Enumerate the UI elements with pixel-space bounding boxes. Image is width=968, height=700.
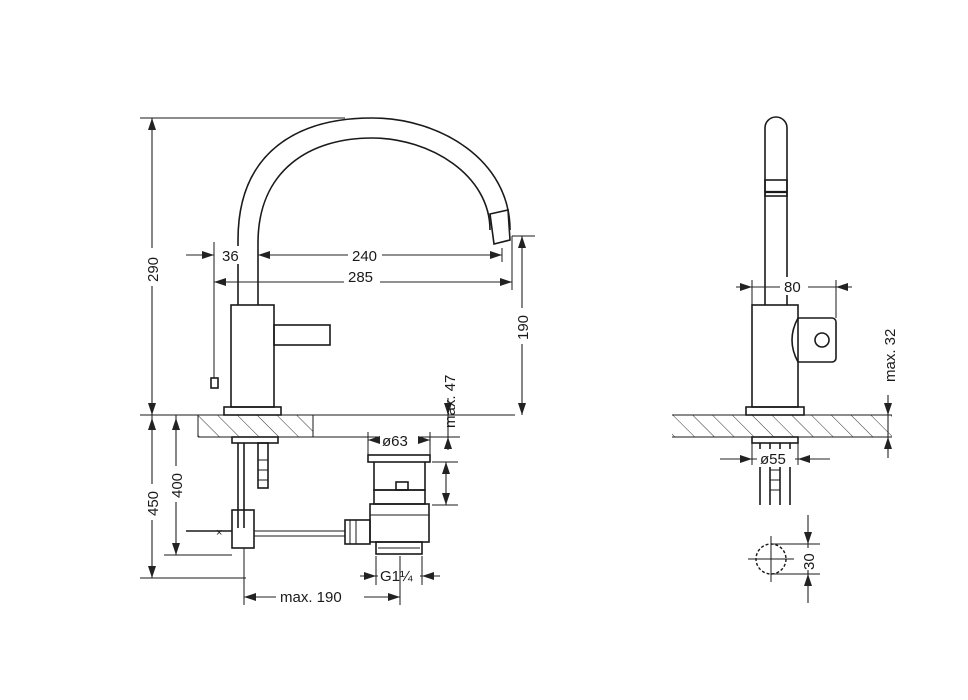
dim-spout-offset: 36 [222,248,239,265]
dim-below-deck-400: 400 [169,473,186,498]
spout-tip [489,209,511,245]
mixer-body [230,304,275,408]
spout-outer-arc [237,117,511,241]
front-countertop [198,415,313,437]
dim-front-max-deck: max. 47 [442,375,459,428]
side-aerator [764,179,788,197]
dim-total-height: 290 [145,257,162,282]
dim-side-max-deck: max. 32 [882,329,899,382]
connection-hose [257,442,269,489]
dim-max-190: max. 190 [280,589,342,606]
side-spout [764,116,788,305]
svg-text:×: × [216,527,222,539]
dim-side-depth: 80 [784,279,801,296]
lever-handle [273,324,331,346]
side-countertop [672,415,892,437]
dim-base-diameter: ø55 [760,451,786,468]
dim-total-reach: 285 [348,269,373,286]
dim-spout-height: 190 [515,315,532,340]
popup-waste [344,454,431,555]
spout-inner-arc [257,137,491,244]
side-view: 80 max. 32 ø55 30 [672,116,899,603]
dim-waste-diameter: ø63 [382,433,408,450]
dim-waste-thread: G1¼ [380,568,413,585]
dim-hole-diameter: 30 [801,553,818,570]
dim-below-deck-450: 450 [145,491,162,516]
side-body [751,304,799,408]
side-lever [791,317,837,363]
popup-rod-knob [210,377,219,389]
base-flange [223,406,282,416]
dim-spout-reach: 240 [352,248,377,265]
front-view: × 290 [140,117,535,606]
